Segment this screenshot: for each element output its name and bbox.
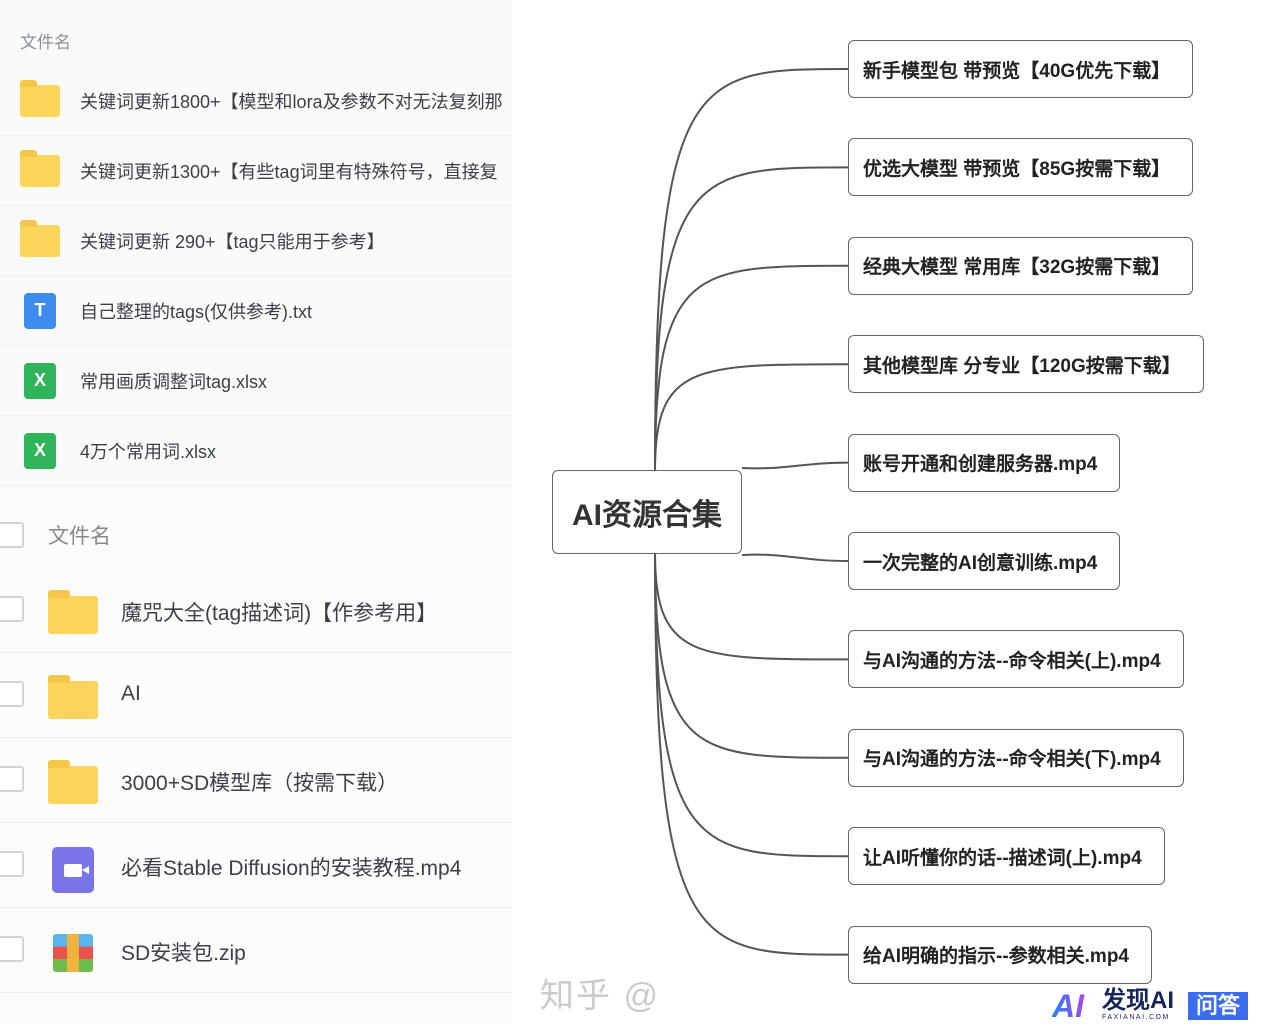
folder-icon <box>48 760 98 804</box>
file-row[interactable]: 关键词更新 290+【tag只能用于参考】 <box>0 206 512 276</box>
txt-icon: T <box>20 292 60 329</box>
folder-icon <box>20 149 60 187</box>
ai-logo-icon: AI <box>1052 990 1094 1022</box>
mindmap-node[interactable]: 新手模型包 带预览【40G优先下载】 <box>848 40 1194 98</box>
file-name: 关键词更新 290+【tag只能用于参考】 <box>80 231 385 252</box>
column-header-filename[interactable]: 文件名 <box>20 33 71 52</box>
qa-badge: 问答 <box>1188 991 1249 1020</box>
row-checkbox[interactable] <box>0 596 24 622</box>
mindmap-root[interactable]: AI资源合集 <box>552 470 742 554</box>
connector-line <box>654 552 849 661</box>
folder-icon <box>48 590 98 634</box>
row-checkbox[interactable] <box>0 766 24 792</box>
connector-line <box>741 553 849 562</box>
mindmap-node[interactable]: 优选大模型 带预览【85G按需下载】 <box>848 138 1194 197</box>
connector-line <box>741 461 849 470</box>
folder-icon <box>20 79 60 117</box>
file-row[interactable]: X 4万个常用词.xlsx <box>0 416 512 486</box>
file-name: 关键词更新1300+【有些tag词里有特殊符号，直接复 <box>80 161 498 182</box>
watermark: 知乎 @ <box>540 977 660 1015</box>
mindmap-node[interactable]: 与AI沟通的方法--命令相关(下).mp4 <box>848 728 1184 787</box>
brand-name: 发现AI <box>1102 987 1174 1014</box>
select-all-checkbox[interactable] <box>0 522 24 548</box>
file-row[interactable]: 3000+SD模型库（按需下载） <box>0 738 512 823</box>
excel-file-icon: X <box>24 432 56 469</box>
folder-icon <box>48 675 98 719</box>
connector-line <box>654 552 849 956</box>
file-name: 常用画质调整词tag.xlsx <box>80 371 268 392</box>
file-row[interactable]: 关键词更新1800+【模型和lora及参数不对无法复刻那 <box>0 66 512 136</box>
connector-line <box>654 363 849 471</box>
file-name: 自己整理的tags(仅供参考).txt <box>80 301 313 322</box>
folder-icon <box>20 219 60 257</box>
file-row[interactable]: AI <box>0 653 512 738</box>
folder-icon <box>20 79 60 117</box>
folder-icon <box>48 590 98 634</box>
connector-line <box>654 166 849 471</box>
folder-icon <box>20 149 60 187</box>
mindmap-node[interactable]: 账号开通和创建服务器.mp4 <box>848 433 1121 492</box>
zip-icon <box>48 932 93 972</box>
file-list-panel: 文件名 关键词更新1800+【模型和lora及参数不对无法复刻那关键词更新130… <box>0 0 512 1024</box>
excel-file-icon: X <box>24 362 56 399</box>
mindmap-node[interactable]: 经典大模型 常用库【32G按需下载】 <box>848 236 1194 295</box>
file-name: AI <box>121 682 141 705</box>
mindmap-node[interactable]: 让AI听懂你的话--描述词(上).mp4 <box>848 827 1165 886</box>
row-checkbox[interactable] <box>0 936 24 962</box>
xlsx-icon: X <box>20 432 60 469</box>
row-checkbox[interactable] <box>0 681 24 707</box>
folder-icon <box>48 760 98 804</box>
folder-icon <box>48 675 98 719</box>
file-row[interactable]: X 常用画质调整词tag.xlsx <box>0 346 512 416</box>
file-name: SD安装包.zip <box>121 942 246 965</box>
file-name: 3000+SD模型库（按需下载） <box>121 772 399 795</box>
file-list-second: 文件名 魔咒大全(tag描述词)【作参考用】 AI 3000+SD模型库（按需下载）… <box>0 490 512 1024</box>
xlsx-icon: X <box>20 362 60 399</box>
file-row[interactable]: 关键词更新1300+【有些tag词里有特殊符号，直接复 <box>0 136 512 206</box>
zip-archive-icon <box>53 934 93 972</box>
row-checkbox[interactable] <box>0 851 24 877</box>
file-row[interactable]: 魔咒大全(tag描述词)【作参考用】 <box>0 568 512 653</box>
mindmap-node[interactable]: 其他模型库 分专业【120G按需下载】 <box>848 335 1204 394</box>
folder-icon <box>20 219 60 257</box>
connector-line <box>654 552 849 858</box>
file-row[interactable]: SD安装包.zip <box>0 908 512 993</box>
file-row[interactable]: T 自己整理的tags(仅供参考).txt <box>0 276 512 346</box>
text-file-icon: T <box>24 292 56 329</box>
file-row[interactable]: 必看Stable Diffusion的安装教程.mp4 <box>0 823 512 908</box>
file-name: 魔咒大全(tag描述词)【作参考用】 <box>121 602 438 625</box>
file-name: 4万个常用词.xlsx <box>80 441 217 462</box>
brand-domain: FAXIANAI.COM <box>1102 1014 1170 1021</box>
file-name: 必看Stable Diffusion的安装教程.mp4 <box>121 857 462 880</box>
mindmap-node[interactable]: 一次完整的AI创意训练.mp4 <box>848 532 1121 590</box>
mindmap-node[interactable]: 给AI明确的指示--参数相关.mp4 <box>848 925 1153 984</box>
connector-line <box>654 68 849 471</box>
connector-line <box>654 552 849 759</box>
column-header-filename[interactable]: 文件名 <box>48 525 111 548</box>
mindmap-node[interactable]: 与AI沟通的方法--命令相关(上).mp4 <box>848 630 1184 689</box>
video-file-icon <box>52 847 94 893</box>
connector-line <box>654 264 849 471</box>
file-name: 关键词更新1800+【模型和lora及参数不对无法复刻那 <box>80 91 503 112</box>
video-icon <box>48 847 94 893</box>
